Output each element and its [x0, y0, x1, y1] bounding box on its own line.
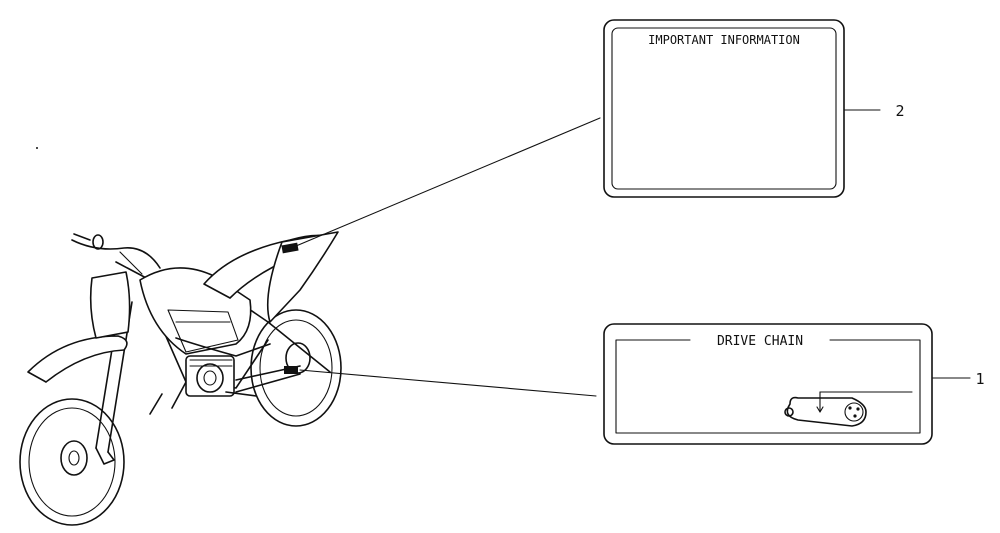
drive-chain-label: DRIVE CHAIN	[603, 323, 933, 445]
callout-number-2: 2	[895, 102, 904, 120]
footpeg	[149, 391, 257, 415]
fender-label-marker	[281, 242, 299, 254]
front-wheel	[19, 398, 125, 526]
engine	[185, 355, 235, 397]
important-information-label: IMPORTANT INFORMATION	[603, 19, 845, 198]
rear-fender	[266, 231, 339, 323]
drive-chain-title: DRIVE CHAIN	[717, 334, 803, 349]
motorcycle-illustration	[19, 231, 342, 526]
swingarm-label-marker	[284, 366, 298, 374]
front-fender	[27, 335, 128, 383]
exhaust-pipe	[175, 337, 271, 357]
stray-dot	[36, 147, 38, 149]
important-information-title: IMPORTANT INFORMATION	[648, 33, 800, 47]
chain-diagram-icon	[784, 391, 913, 427]
handlebar	[71, 233, 161, 281]
leader-line-drive-chain	[299, 369, 597, 397]
leader-line-important-information	[295, 117, 601, 247]
callout-number-1: 1	[975, 370, 984, 388]
number-plate	[89, 271, 131, 339]
